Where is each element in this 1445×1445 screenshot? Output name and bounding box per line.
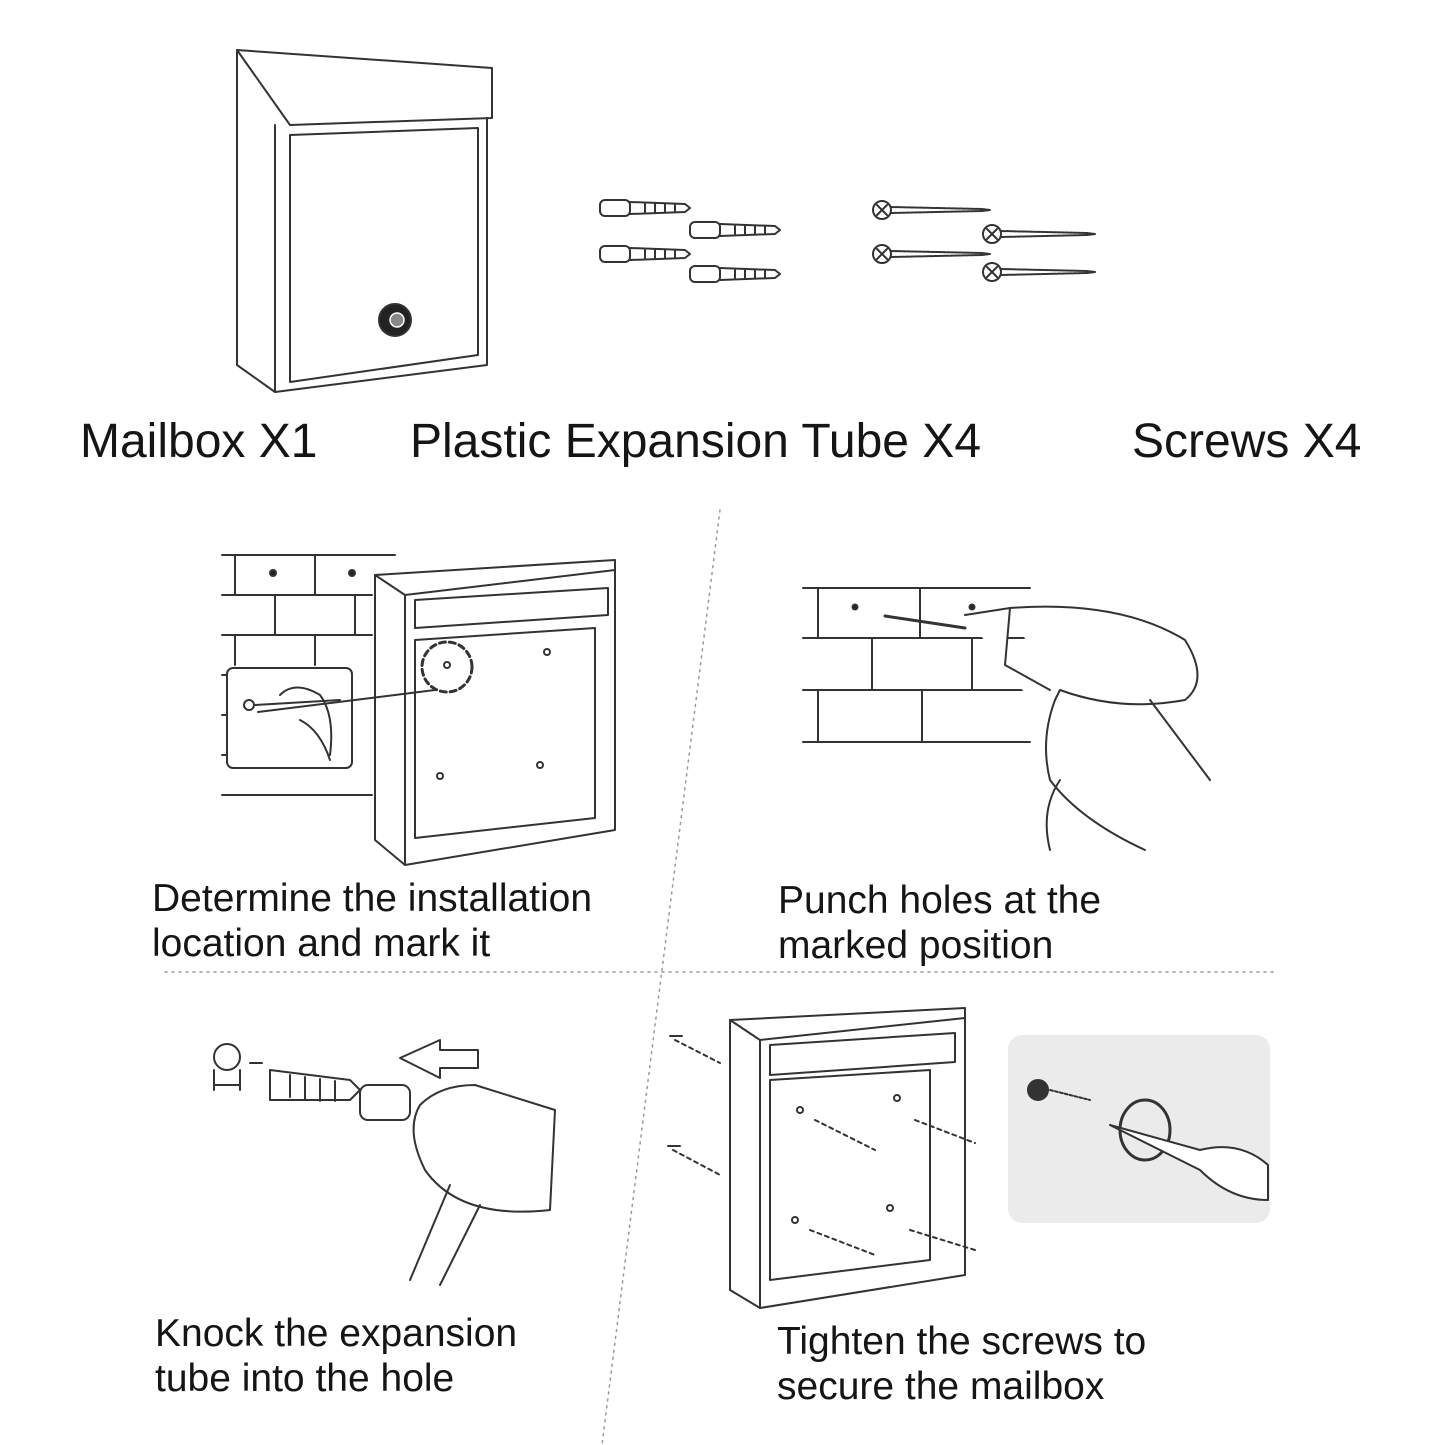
mark-wall-icon xyxy=(221,554,616,866)
screwdriver-icon xyxy=(667,1007,1270,1309)
drill-icon xyxy=(802,587,1211,851)
part-label-expansion-tube: Plastic Expansion Tube X4 xyxy=(410,415,982,468)
expansion-tube-icon xyxy=(599,199,781,283)
screw-icon xyxy=(872,200,1096,282)
mailbox-icon xyxy=(236,49,493,393)
hammer-icon xyxy=(213,1039,556,1286)
vertical-divider xyxy=(601,509,721,1445)
part-label-screws: Screws X4 xyxy=(1132,415,1362,468)
part-label-mailbox: Mailbox X1 xyxy=(80,415,318,468)
